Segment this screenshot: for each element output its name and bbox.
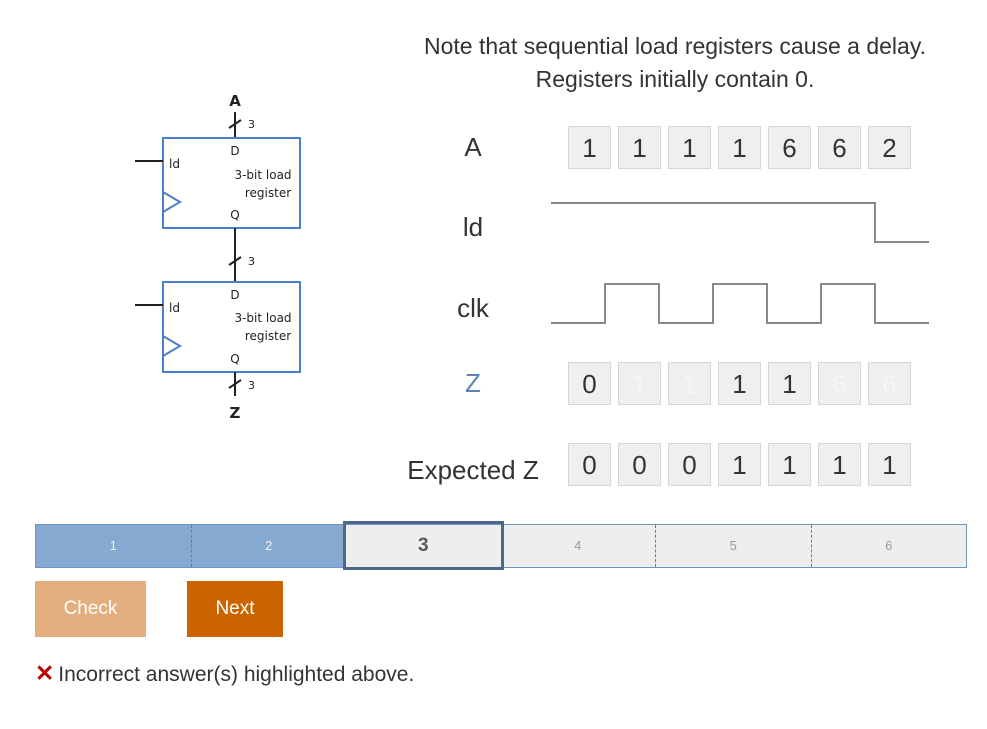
z-input-cell-incorrect[interactable]: 6 <box>818 362 861 405</box>
bottom-register-ld: ld <box>169 301 180 315</box>
z-input-cell-incorrect[interactable]: 1 <box>618 362 661 405</box>
z-input-cell-incorrect[interactable]: 1 <box>668 362 711 405</box>
input-width-label: 3 <box>248 118 255 131</box>
progress-step-5[interactable]: 5 <box>655 525 811 567</box>
output-label-z: Z <box>230 404 241 422</box>
a-value-cell: 1 <box>618 126 661 169</box>
progress-step-1[interactable]: 1 <box>36 525 191 567</box>
expected-z-cell: 0 <box>668 443 711 486</box>
progress-step-4[interactable]: 4 <box>500 525 655 567</box>
a-value-cell: 1 <box>568 126 611 169</box>
expected-z-cell: 0 <box>618 443 661 486</box>
a-value-cell: 6 <box>768 126 811 169</box>
progress-step-3-current[interactable]: 3 <box>346 525 501 567</box>
register-diagram: A 3 ld D 3-bit load register Q 3 ld D 3-… <box>135 92 301 422</box>
output-width-label: 3 <box>248 379 255 392</box>
z-values-row: 0 1 1 1 1 6 6 <box>568 362 911 405</box>
a-value-cell: 1 <box>718 126 761 169</box>
z-input-cell[interactable]: 0 <box>568 362 611 405</box>
next-button[interactable]: Next <box>187 581 283 637</box>
clk-waveform <box>551 283 929 324</box>
check-button[interactable]: Check <box>35 581 146 637</box>
mid-width-label: 3 <box>248 255 255 268</box>
x-icon: ✕ <box>35 660 55 686</box>
progress-step-6[interactable]: 6 <box>810 525 966 567</box>
bottom-register <box>162 281 301 373</box>
signal-label-a: A <box>464 132 482 162</box>
a-value-cell: 1 <box>668 126 711 169</box>
ld-waveform <box>551 202 929 243</box>
top-register-ld: ld <box>169 157 180 171</box>
signal-label-z: Z <box>465 368 481 398</box>
bottom-clock-icon <box>162 335 182 357</box>
z-input-cell[interactable]: 1 <box>768 362 811 405</box>
expected-z-cell: 1 <box>718 443 761 486</box>
bottom-register-q: Q <box>230 352 239 366</box>
current-step-outline <box>343 521 504 570</box>
top-register <box>162 137 301 229</box>
input-label-a: A <box>229 92 241 110</box>
expected-z-cell: 1 <box>768 443 811 486</box>
a-value-cell: 2 <box>868 126 911 169</box>
z-input-cell-incorrect[interactable]: 6 <box>868 362 911 405</box>
top-register-title-1: 3-bit load <box>234 168 291 182</box>
signal-label-clk: clk <box>457 293 489 323</box>
top-clock-icon <box>162 191 182 213</box>
instruction-line-1: Note that sequential load registers caus… <box>423 33 927 59</box>
expected-z-cell: 0 <box>568 443 611 486</box>
feedback-text: Incorrect answer(s) highlighted above. <box>58 663 415 686</box>
bottom-register-title-1: 3-bit load <box>234 311 291 325</box>
a-values-row: 1 1 1 1 6 6 2 <box>568 126 911 169</box>
feedback-message: ✕Incorrect answer(s) highlighted above. <box>35 660 414 687</box>
bottom-register-title-2: register <box>245 329 291 343</box>
z-input-cell[interactable]: 1 <box>718 362 761 405</box>
instructions: Note that sequential load registers caus… <box>380 30 970 96</box>
top-register-d: D <box>230 144 239 158</box>
expected-z-cell: 1 <box>818 443 861 486</box>
progress-step-2[interactable]: 2 <box>190 525 346 567</box>
expected-z-cell: 1 <box>868 443 911 486</box>
top-register-title-2: register <box>245 186 291 200</box>
progress-bar: 1 2 3 4 5 6 <box>35 524 967 568</box>
bottom-register-d: D <box>230 288 239 302</box>
instruction-line-2: Registers initially contain 0. <box>535 66 815 92</box>
a-value-cell: 6 <box>818 126 861 169</box>
expected-z-row: 0 0 0 1 1 1 1 <box>568 443 911 486</box>
signal-label-expected-z: Expected Z <box>407 455 539 485</box>
signal-label-ld: ld <box>462 212 484 242</box>
top-register-q: Q <box>230 208 239 222</box>
